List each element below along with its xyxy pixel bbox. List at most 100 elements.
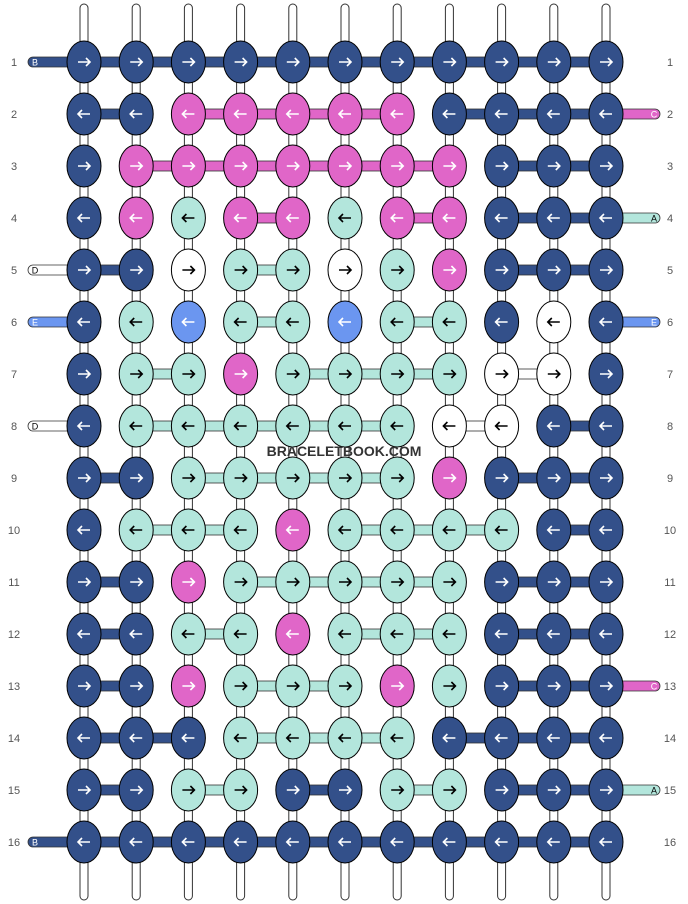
arrow-left-icon [546, 317, 560, 327]
arrow-left-icon [598, 213, 612, 223]
knot [484, 300, 520, 344]
arrow-right-icon [391, 369, 405, 379]
knot [588, 144, 624, 188]
knot [588, 716, 624, 760]
knot [118, 196, 154, 240]
knot [170, 612, 206, 656]
arrow-right-icon [339, 681, 353, 691]
knot [588, 612, 624, 656]
knot [588, 300, 624, 344]
knot [170, 40, 206, 84]
strand-letter: C [651, 682, 658, 692]
knot [170, 508, 206, 552]
arrow-right-icon [286, 57, 300, 67]
arrow-right-icon [78, 681, 92, 691]
arrow-left-icon [76, 525, 90, 535]
arrow-right-icon [182, 265, 196, 275]
knot [536, 716, 572, 760]
arrow-left-icon [546, 733, 560, 743]
knot [275, 560, 311, 604]
arrow-right-icon [286, 681, 300, 691]
arrow-right-icon [391, 473, 405, 483]
knot [66, 248, 102, 292]
knot [588, 248, 624, 292]
knot [66, 560, 102, 604]
arrow-left-icon [129, 421, 143, 431]
knot [484, 768, 520, 812]
knot [223, 768, 259, 812]
knot [118, 508, 154, 552]
knot [431, 352, 467, 396]
knot [275, 820, 311, 864]
knot [536, 40, 572, 84]
arrow-left-icon [442, 525, 456, 535]
warp-strand [444, 3, 454, 901]
knot-grid [66, 40, 624, 864]
arrow-left-icon [598, 317, 612, 327]
arrow-right-icon [286, 369, 300, 379]
knot [431, 768, 467, 812]
row-number-right: 9 [667, 473, 673, 485]
arrow-left-icon [598, 629, 612, 639]
arrow-right-icon [547, 681, 561, 691]
knot [327, 768, 363, 812]
strand-letter: D [32, 422, 39, 432]
knot [275, 144, 311, 188]
knot [484, 612, 520, 656]
knot [66, 404, 102, 448]
knot [170, 404, 206, 448]
arrow-left-icon [76, 837, 90, 847]
arrow-left-icon [285, 525, 299, 535]
knot [170, 352, 206, 396]
knot [275, 92, 311, 136]
arrow-right-icon [339, 369, 353, 379]
arrow-left-icon [181, 421, 195, 431]
arrow-right-icon [234, 473, 248, 483]
row-number-right: 12 [664, 629, 676, 641]
row-number-left: 16 [8, 837, 20, 849]
knot [170, 768, 206, 812]
knot [379, 92, 415, 136]
knot [536, 612, 572, 656]
knot [431, 300, 467, 344]
arrow-left-icon [546, 629, 560, 639]
arrow-right-icon [182, 785, 196, 795]
arrow-right-icon [234, 785, 248, 795]
warp-strand [131, 3, 141, 901]
knot [379, 352, 415, 396]
row-number-right: 8 [667, 421, 673, 433]
arrow-left-icon [129, 317, 143, 327]
arrow-left-icon [442, 317, 456, 327]
row-number-right: 10 [664, 525, 676, 537]
row-number-right: 3 [667, 161, 673, 173]
arrow-left-icon [390, 837, 404, 847]
arrow-left-icon [76, 629, 90, 639]
arrow-left-icon [233, 525, 247, 535]
arrow-right-icon [600, 161, 614, 171]
arrow-left-icon [390, 213, 404, 223]
arrow-left-icon [337, 733, 351, 743]
arrow-left-icon [233, 629, 247, 639]
arrow-right-icon [339, 785, 353, 795]
arrow-right-icon [495, 473, 509, 483]
knot [66, 820, 102, 864]
strand-letter: B [32, 58, 38, 68]
arrow-right-icon [443, 681, 457, 691]
knot [118, 92, 154, 136]
arrow-right-icon [182, 577, 196, 587]
knot [223, 248, 259, 292]
arrow-right-icon [547, 473, 561, 483]
arrow-right-icon [130, 57, 144, 67]
knot [536, 144, 572, 188]
knot [118, 144, 154, 188]
row-number-right: 7 [667, 369, 673, 381]
knot [118, 404, 154, 448]
arrow-left-icon [337, 317, 351, 327]
arrow-left-icon [285, 837, 299, 847]
knot [431, 612, 467, 656]
knot [327, 716, 363, 760]
warp-strand [497, 3, 507, 901]
arrow-right-icon [182, 473, 196, 483]
strand-letter: B [32, 838, 38, 848]
